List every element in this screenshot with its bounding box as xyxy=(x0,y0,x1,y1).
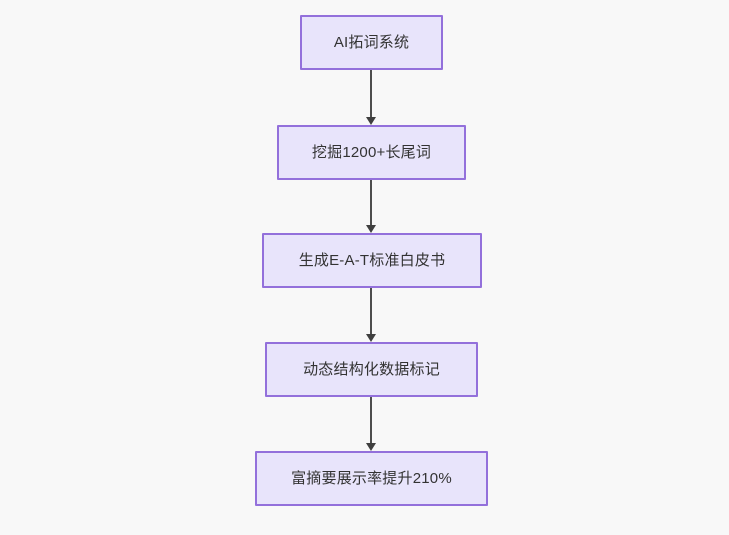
flow-connector-n1-n2 xyxy=(362,70,380,125)
flow-node-label: AI拓词系统 xyxy=(333,34,410,51)
flow-connector-n2-n3 xyxy=(362,180,380,233)
flow-connector-n3-n4 xyxy=(362,288,380,342)
flow-node-label: 富摘要展示率提升210% xyxy=(291,470,452,487)
flow-node-longtail-keywords[interactable]: 挖掘1200+长尾词 xyxy=(277,125,466,180)
connector-line xyxy=(370,180,372,225)
flow-node-label: 生成E-A-T标准白皮书 xyxy=(298,252,446,269)
flow-node-ai-keyword-system[interactable]: AI拓词系统 xyxy=(300,15,443,70)
flow-node-structured-data-markup[interactable]: 动态结构化数据标记 xyxy=(265,342,478,397)
arrowhead-icon xyxy=(366,443,376,451)
flow-node-eat-whitepaper[interactable]: 生成E-A-T标准白皮书 xyxy=(262,233,482,288)
connector-line xyxy=(370,397,372,443)
flow-node-label: 动态结构化数据标记 xyxy=(303,361,440,378)
arrowhead-icon xyxy=(366,334,376,342)
flow-connector-n4-n5 xyxy=(362,397,380,451)
flow-node-rich-snippet-result[interactable]: 富摘要展示率提升210% xyxy=(255,451,488,506)
arrowhead-icon xyxy=(366,117,376,125)
flow-node-label: 挖掘1200+长尾词 xyxy=(311,144,432,161)
arrowhead-icon xyxy=(366,225,376,233)
connector-line xyxy=(370,288,372,334)
connector-line xyxy=(370,70,372,117)
